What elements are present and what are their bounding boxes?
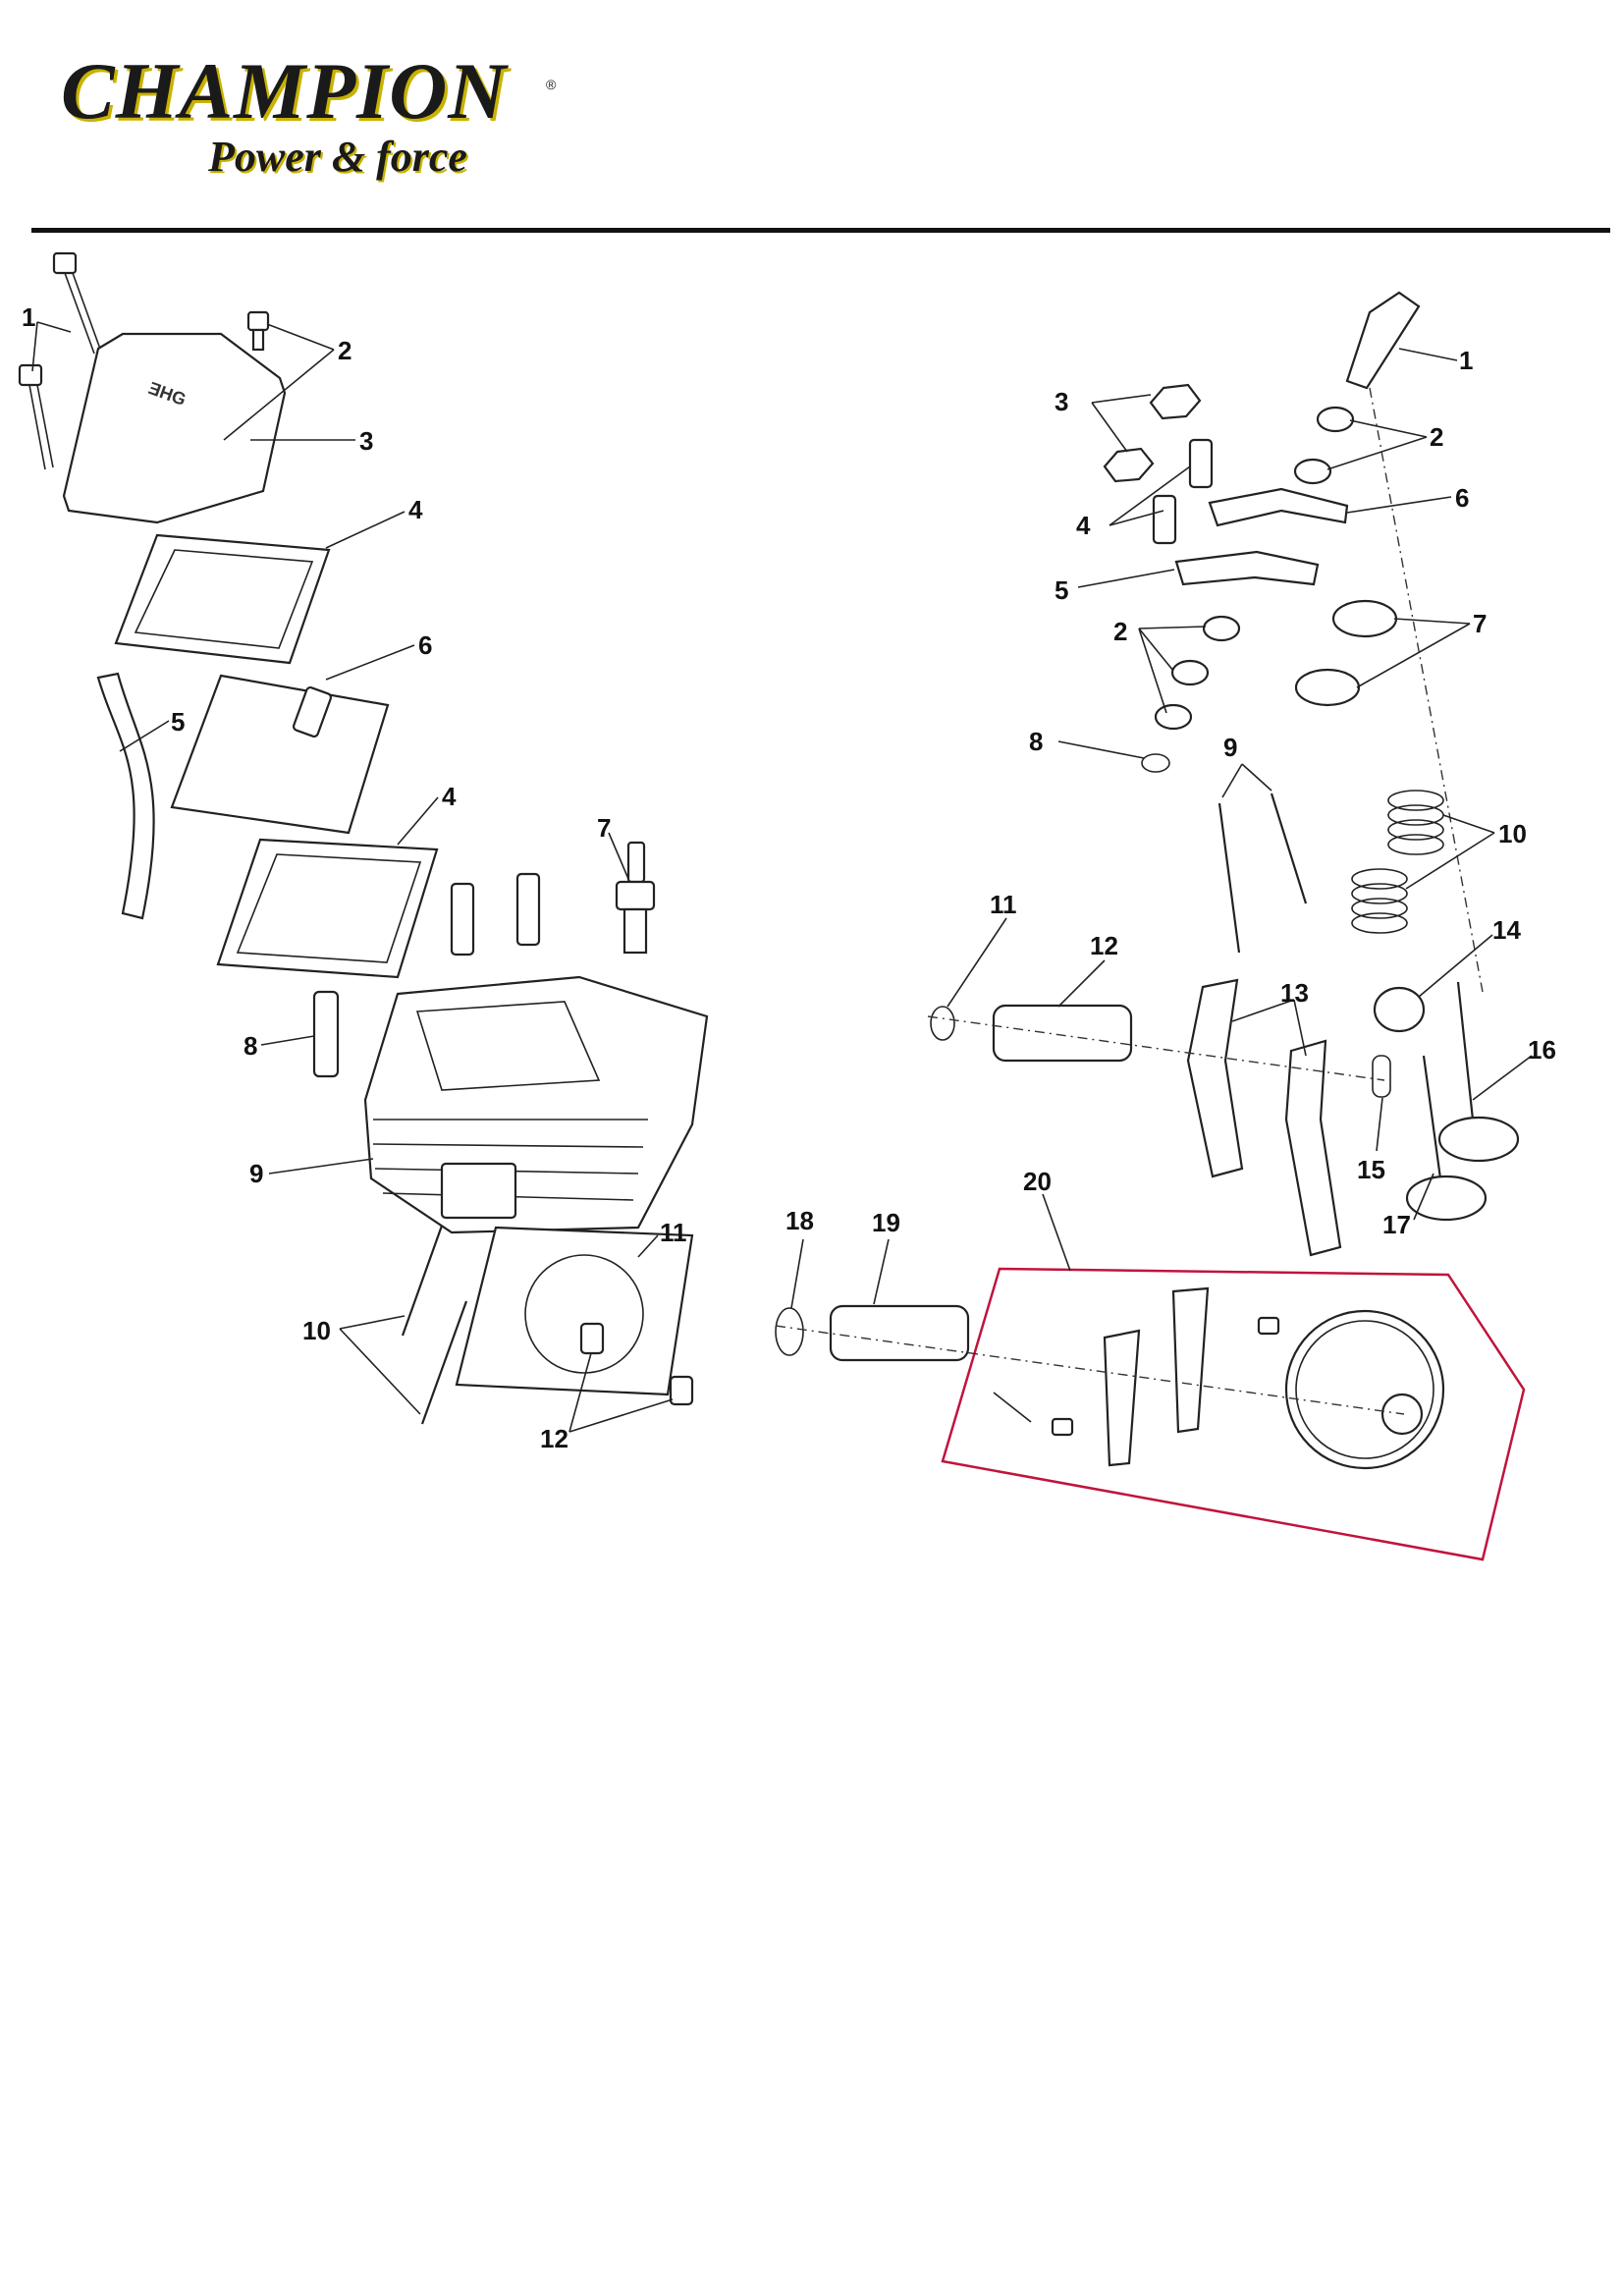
left-label-1: 1: [22, 302, 35, 332]
part-spark-plug: [615, 841, 656, 955]
part-rocker-pivot: [1345, 291, 1421, 390]
left-label-8: 8: [243, 1031, 257, 1061]
right-label-11: 11: [990, 890, 1017, 919]
left-label-6: 6: [418, 630, 432, 660]
part-head-cover: [62, 332, 287, 524]
right-label-13: 13: [1280, 978, 1309, 1008]
left-label-12: 12: [540, 1424, 568, 1453]
right-label-12: 12: [1090, 931, 1118, 960]
leader-lines: [31, 321, 1533, 1433]
left-label-2: 2: [338, 336, 352, 365]
part-gasket-lower: [216, 838, 439, 979]
right-label-1: 1: [1459, 346, 1473, 375]
part-head-bolt: [312, 990, 340, 1078]
right-label-2a: 2: [1430, 422, 1443, 452]
right-label-15: 15: [1357, 1155, 1385, 1184]
header: CHAMPION ® Power & force: [0, 0, 1623, 236]
part-valve-springs: [1351, 790, 1444, 934]
brand-tagline: Power & force: [208, 133, 467, 181]
part-breather-hose: [96, 672, 155, 920]
part-nut: [1149, 383, 1202, 420]
right-label-14: 14: [1492, 915, 1521, 945]
exploded-parts-diagram: ƎHG: [18, 251, 1556, 1561]
governor-group-box: [941, 1267, 1526, 1561]
right-label-8: 8: [1029, 727, 1043, 756]
right-label-3: 3: [1055, 387, 1068, 416]
right-label-6: 6: [1455, 483, 1469, 513]
right-label-10: 10: [1498, 819, 1527, 848]
part-shaft: [992, 1004, 1133, 1063]
brand-registered-mark: ®: [546, 77, 557, 92]
left-label-4b: 4: [442, 782, 457, 811]
part-head-gasket: [455, 1226, 694, 1396]
left-label-3: 3: [359, 426, 373, 456]
right-label-9: 9: [1223, 733, 1237, 762]
right-label-20: 20: [1023, 1167, 1052, 1196]
part-cylinder-head: [363, 975, 709, 1234]
brand-logo: CHAMPION: [61, 46, 508, 136]
part-rocker-arm-upper: [1208, 487, 1349, 527]
right-label-18: 18: [785, 1206, 814, 1235]
right-label-2b: 2: [1113, 617, 1127, 646]
left-label-9: 9: [249, 1159, 263, 1188]
left-label-10: 10: [302, 1316, 331, 1345]
right-label-5: 5: [1055, 575, 1068, 605]
right-label-4: 4: [1076, 511, 1091, 540]
left-label-11: 11: [660, 1218, 687, 1247]
part-breather-plate: [170, 674, 390, 835]
part-camshaft: [829, 1304, 970, 1362]
right-part-labels: 1 3 2 4 6 5 2 7 8 9 10 11 12 14 13 16 15…: [785, 346, 1556, 1239]
left-label-7: 7: [597, 813, 611, 843]
right-label-16: 16: [1528, 1035, 1556, 1065]
header-divider: [31, 228, 1610, 233]
right-label-19: 19: [872, 1208, 900, 1237]
part-gasket-upper: [114, 533, 331, 665]
left-label-4a: 4: [408, 495, 423, 524]
right-assembly: [775, 291, 1526, 1561]
part-rocker-arm-lower: [1174, 550, 1320, 586]
part-long-bolts: [18, 251, 102, 470]
left-assembly: ƎHG: [18, 251, 709, 1425]
right-label-17: 17: [1382, 1210, 1411, 1239]
left-label-5: 5: [171, 707, 185, 737]
right-label-7: 7: [1473, 609, 1487, 638]
left-part-labels: 1 2 3 4 6 5 4 7 8 9 11 10 12: [22, 302, 687, 1453]
